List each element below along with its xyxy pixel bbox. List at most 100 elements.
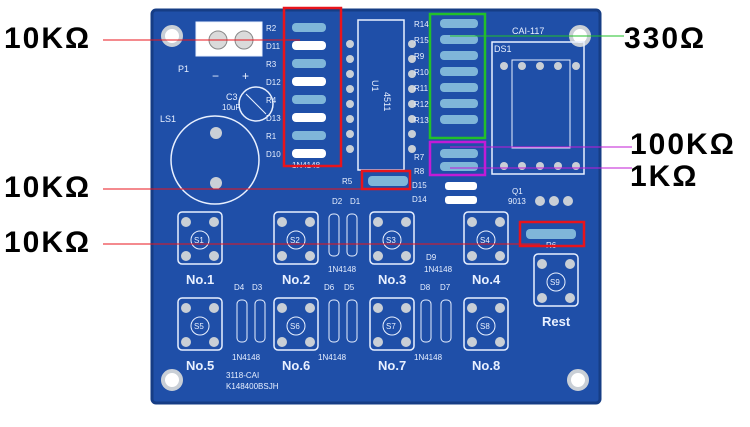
left-ref-label: D12 [266,78,281,87]
power-ref-label: P1 [178,64,189,74]
right-ref-label: R9 [414,52,425,61]
left-ref-label: R1 [266,132,277,141]
highlight-box-10k-mid [360,169,412,191]
switch-pad [277,337,287,347]
resistor [440,99,478,108]
switch-name-label: No.8 [472,358,500,373]
highlight-box-10k-bottom [518,220,586,248]
power-minus-label: − [212,69,219,83]
switch-ref-label: S6 [290,322,300,331]
d15-label: D15 [412,181,427,190]
switch-ref-label: S1 [194,236,204,245]
ic-pin [408,145,416,153]
switch-pad [495,217,505,227]
switch-outline [273,211,319,265]
left-ref-label: R3 [266,60,277,69]
switch-pad [181,337,191,347]
switch-pad [373,303,383,313]
speaker-ls1 [170,115,260,205]
switch-pad [181,251,191,261]
diode [292,113,326,122]
footer-line1: 3118-CAI [226,371,259,380]
display-pin [572,62,580,70]
ic-pin [408,40,416,48]
diode-ref-label: D5 [344,283,355,292]
pcb-board [152,10,600,403]
switch-name-label: No.5 [186,358,214,373]
power-plus-label: + [242,69,249,83]
left-ref-label: D10 [266,150,281,159]
display-pin [500,62,508,70]
resistor [440,51,478,60]
resistor-r6 [526,229,576,239]
switch-pad [373,251,383,261]
callout-1k: 1KΩ [630,160,699,193]
left-ref-label: R4 [266,96,277,105]
switch-outline [463,297,509,351]
right-ref-label: R11 [414,84,429,93]
switch-ref-label: S9 [550,278,560,287]
resistor-r8 [440,162,478,171]
resistor-r7 [440,149,478,158]
switch-pad [373,217,383,227]
switch-pad [401,217,411,227]
highlight-box-100k-1k [428,140,487,177]
diode-outline [346,299,358,343]
right-resistor-column [440,19,478,171]
pcb-board-shade [150,8,602,405]
switch-pad [537,259,547,269]
switch-ring [382,316,402,336]
right-ref-label: R13 [414,116,429,125]
switch-ring [190,230,210,250]
left-ref-label: R2 [266,24,277,33]
diode-outline [328,299,340,343]
switch-pad [401,303,411,313]
callout-100k: 100KΩ [630,128,736,161]
switch-pad [565,293,575,303]
resistor [292,131,326,140]
switch-name-label: No.4 [472,272,501,287]
resistor [440,67,478,76]
highlight-box-330 [428,12,487,140]
switch-outline [177,211,223,265]
switch-name-label: No.6 [282,358,310,373]
callout-330: 330Ω [624,22,707,55]
resistor [440,115,478,124]
switch-outline [463,211,509,265]
ic-pin [408,130,416,138]
switch-ring [546,272,566,292]
ic-pin [408,100,416,108]
switch-outline [273,297,319,351]
display-pin [536,162,544,170]
ic-pin [346,70,354,78]
display-pin [554,162,562,170]
switch-ref-label: S2 [290,236,300,245]
display-pin [554,62,562,70]
diode-part-label: 1N4148 [414,353,443,362]
diode-outline [328,213,340,257]
diode-outline [254,299,266,343]
switch-pad [373,337,383,347]
diode-outline [420,299,432,343]
resistor [292,23,326,32]
speaker-ref-label: LS1 [160,114,176,124]
switch-ref-label: S7 [386,322,396,331]
switch-pad [565,259,575,269]
switch-ring [286,230,306,250]
r5-label: R5 [342,177,353,186]
diode-outline [236,299,248,343]
display-ref-label: DS1 [494,44,512,54]
diode-ref-label: D4 [234,283,245,292]
switch-pad [181,303,191,313]
switch-pad [401,337,411,347]
right-ref-label: R10 [414,68,429,77]
diode [292,41,326,50]
resistor [292,59,326,68]
ic-pin [346,40,354,48]
switch-ring [382,230,402,250]
left-ref-label: D11 [266,42,281,51]
ic-pin [346,85,354,93]
capacitor-c3 [238,86,274,122]
